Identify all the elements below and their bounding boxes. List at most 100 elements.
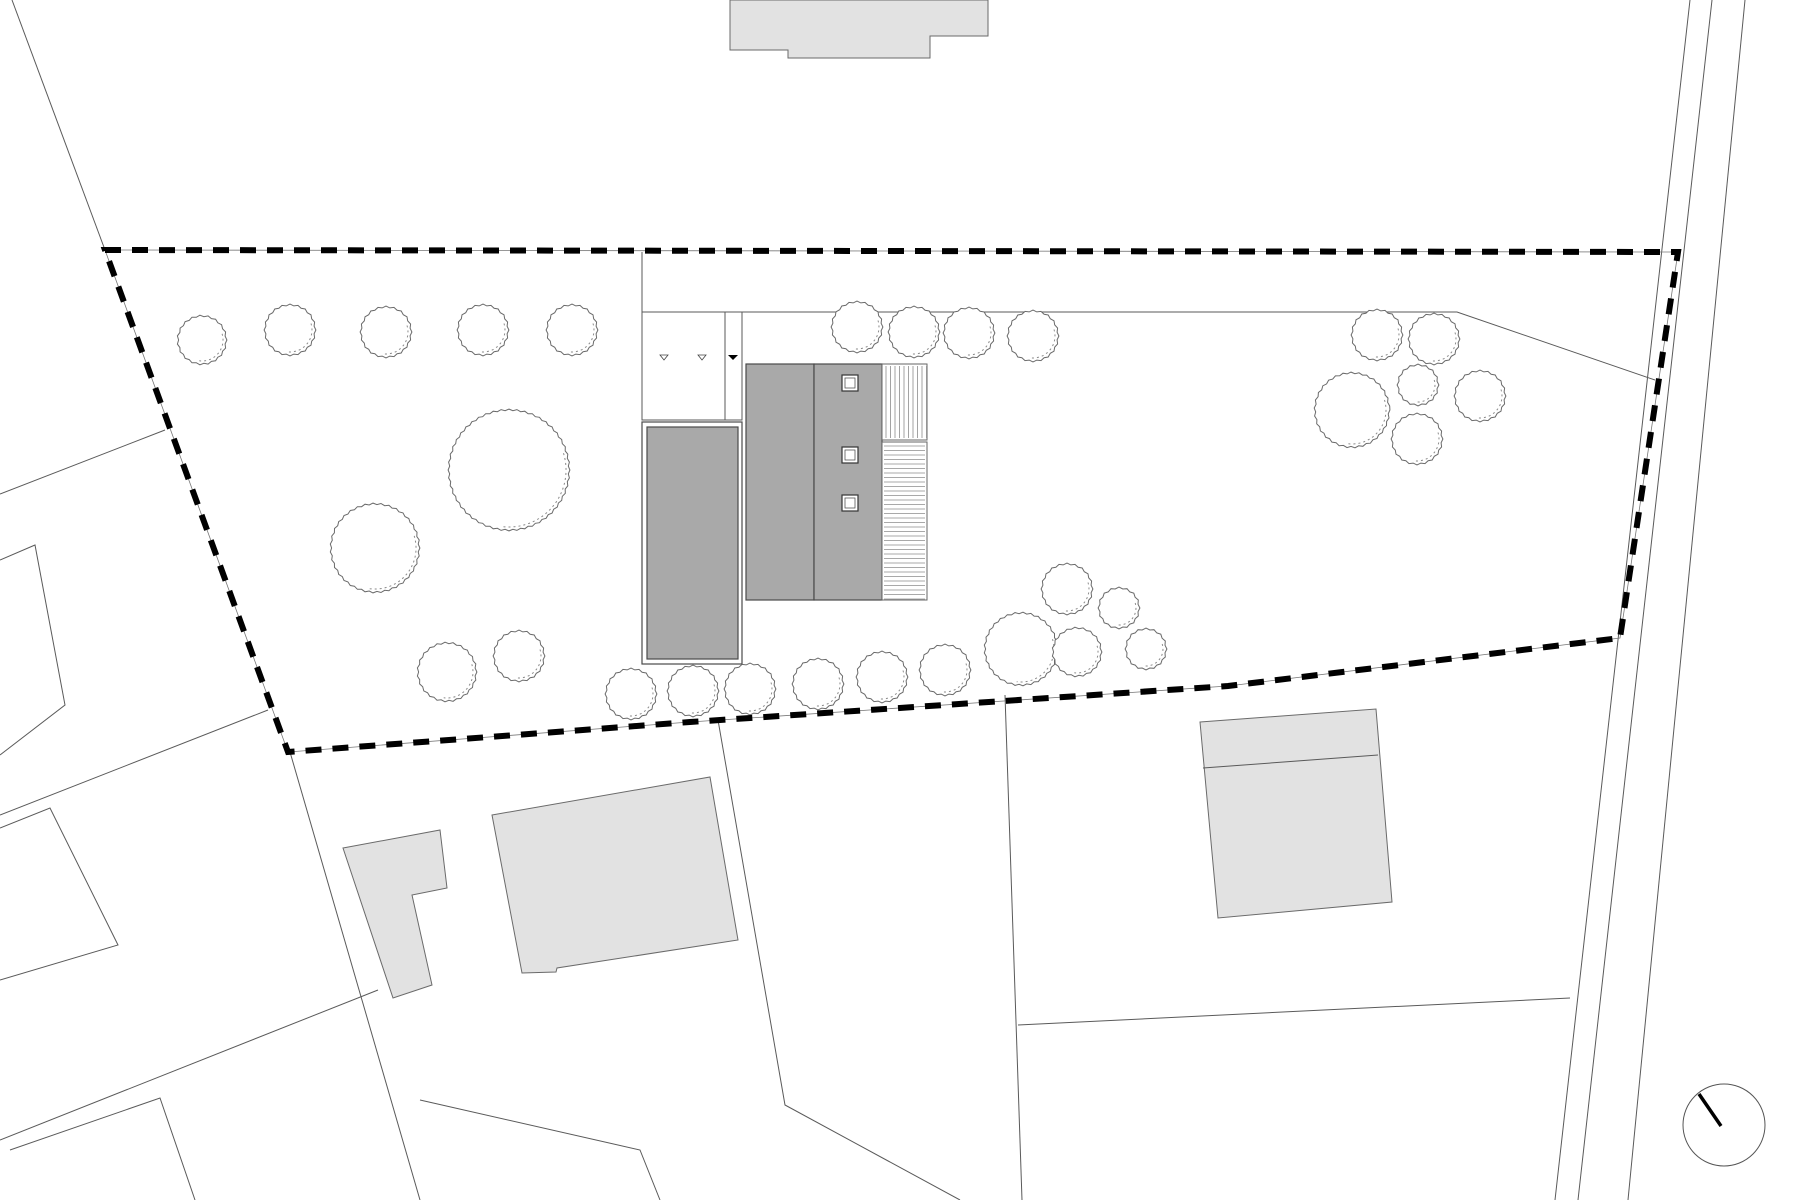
tree-shading — [501, 453, 567, 528]
tree-icon — [545, 303, 599, 357]
step-marker — [697, 354, 707, 361]
neighbor-roof-ridge — [1202, 754, 1379, 769]
tree-icon — [492, 629, 546, 683]
tree-shading — [1414, 432, 1440, 462]
tree-icon — [176, 314, 228, 366]
entry-court — [641, 311, 743, 421]
tree-shading — [1116, 602, 1137, 626]
parcel-line — [1004, 694, 1023, 1200]
tree-icon — [666, 664, 720, 718]
tree-shading — [1074, 645, 1099, 674]
tree-shading — [966, 326, 992, 356]
tree-shading — [628, 687, 654, 717]
house-roof-east — [813, 363, 883, 601]
tree-icon — [887, 305, 941, 359]
house-roof-west — [745, 363, 815, 601]
skylight-icon — [841, 374, 859, 392]
tree-icon — [983, 611, 1059, 687]
tree-shading — [1374, 328, 1400, 358]
tree-icon — [604, 667, 658, 721]
tree-icon — [1040, 562, 1094, 616]
north-arrow-circle — [1682, 1083, 1766, 1167]
tree-shading — [443, 664, 474, 699]
skylight-icon — [841, 446, 859, 464]
north-arrow-needle — [1697, 1093, 1723, 1127]
tree-shading — [1030, 329, 1056, 359]
tree-shading — [747, 682, 773, 712]
parcel-line — [0, 429, 166, 495]
tree-icon — [359, 305, 413, 359]
tree-icon — [1390, 412, 1444, 466]
annex-roof — [646, 426, 739, 660]
tree-icon — [1097, 586, 1141, 630]
neighbor-building-southeast — [1199, 708, 1393, 919]
tree-shading — [854, 320, 880, 350]
tree-icon — [1051, 626, 1103, 678]
road-edge — [1627, 0, 1746, 1200]
neighbor-building-l-shape — [342, 829, 448, 999]
road-edge — [1577, 0, 1713, 1200]
tree-shading — [480, 323, 506, 353]
step-marker — [659, 354, 669, 361]
tree-shading — [369, 535, 417, 590]
tree-shading — [690, 684, 716, 714]
tree-shading — [942, 663, 968, 693]
tree-icon — [830, 300, 884, 354]
parcel-line — [289, 751, 421, 1200]
tree-shading — [815, 677, 841, 707]
tree-icon — [416, 641, 478, 703]
tree-icon — [1350, 308, 1404, 362]
parcel-left-2 — [0, 807, 119, 981]
terrace-south-decking — [884, 445, 925, 600]
tree-icon — [942, 306, 996, 360]
tree-icon — [1407, 312, 1461, 366]
street-edge-left — [11, 0, 106, 251]
tree-shading — [516, 649, 542, 679]
tree-icon — [1313, 371, 1391, 449]
tree-shading — [1143, 643, 1164, 667]
parcel-line — [0, 709, 269, 816]
parcel-line — [419, 1099, 661, 1200]
tree-icon — [723, 662, 777, 716]
skylight-icon — [841, 494, 859, 512]
tree-icon — [263, 303, 317, 357]
plot-boundary-dashed — [100, 246, 1682, 756]
parcel-line — [717, 719, 961, 1200]
entrance-marker-icon — [728, 355, 738, 360]
neighbor-building-south — [491, 776, 739, 974]
skylight-frame — [844, 377, 856, 389]
parcel-lines — [0, 0, 1746, 1200]
tree-icon — [791, 657, 845, 711]
tree-shading — [1064, 582, 1090, 612]
neighbor-building-north — [729, 0, 989, 59]
parcel-line — [0, 989, 379, 1141]
tree-icon — [1453, 369, 1507, 423]
tree-icon — [447, 408, 571, 532]
parcel-left-1 — [0, 544, 66, 756]
main-house — [641, 363, 928, 665]
terrace-north — [881, 363, 928, 441]
tree-shading — [879, 670, 905, 700]
tree-shading — [199, 333, 224, 362]
tree-shading — [1431, 332, 1457, 362]
tree-shading — [1477, 389, 1503, 419]
plot-boundary — [100, 246, 1682, 756]
tree-icon — [1124, 627, 1168, 671]
tree-icon — [918, 643, 972, 697]
tree-shading — [287, 323, 313, 353]
tree-icon — [1006, 309, 1060, 363]
tree-shading — [1415, 379, 1436, 403]
tree-icon — [456, 303, 510, 357]
tree-shading — [911, 325, 937, 355]
neighbor-buildings — [342, 0, 1393, 999]
parcel-line — [1017, 997, 1571, 1026]
terrace-north-decking — [885, 366, 927, 438]
road-edge — [1554, 0, 1691, 1200]
north-arrow-icon — [1682, 1083, 1766, 1167]
tree-icon — [855, 650, 909, 704]
skylight-frame — [844, 449, 856, 461]
parcel-left-3 — [9, 1097, 196, 1200]
trees — [176, 300, 1507, 721]
tree-shading — [383, 325, 409, 355]
